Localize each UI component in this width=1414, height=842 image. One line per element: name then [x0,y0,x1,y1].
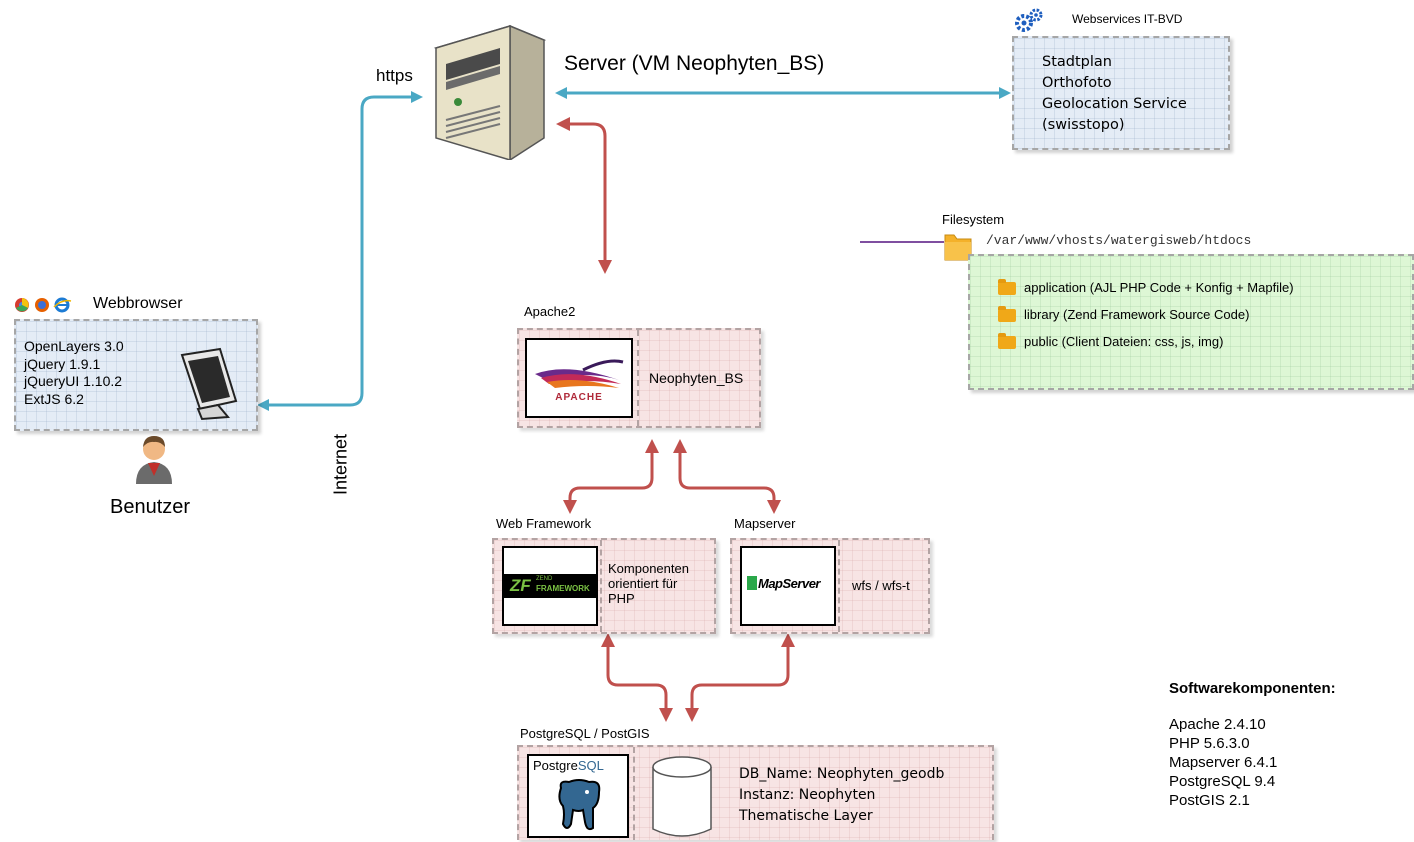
postgres-details: DB_Name: Neophyten_geodb Instanz: Neophy… [739,764,944,827]
software-list: Apache 2.4.10 PHP 5.6.3.0 Mapserver 6.4.… [1169,715,1277,810]
browser-libs: OpenLayers 3.0 jQuery 1.9.1 jQueryUI 1.1… [24,338,124,408]
postgres-logo-text: PostgreSQL [533,758,604,773]
user-icon [134,432,174,484]
filesystem-path: /var/www/vhosts/watergisweb/htdocs [986,233,1252,248]
software-item: Mapserver 6.4.1 [1169,754,1278,771]
elephant-icon [553,778,605,839]
postgres-title: PostgreSQL / PostGIS [520,726,650,741]
server-icon [424,20,552,162]
separator [633,747,635,840]
filesystem-title: Filesystem [942,212,1005,227]
firefox-icon [35,298,49,312]
gears-icon [1014,8,1044,32]
filesystem-box: application (AJL PHP Code + Konfig + Map… [968,254,1414,390]
mapserver-box: MapServer wfs / wfs-t [730,538,930,634]
webservices-title: Webservices IT-BVD [1072,12,1183,26]
software-item: PHP 5.6.3.0 [1169,735,1250,752]
apache-mapserver-connector [673,439,781,514]
server-title: Server (VM Neophyten_BS) [564,52,825,75]
mapserver-logo-mark [747,576,757,590]
webservice-item: Stadtplan [1042,54,1112,70]
internet-label-wrap: Internet [330,420,352,508]
apache-logo-text: APACHE [555,392,603,403]
software-title: Softwarekomponenten: [1169,680,1336,697]
folder-icon [998,306,1016,323]
webbrowser-box: OpenLayers 3.0 jQuery 1.9.1 jQueryUI 1.1… [14,319,258,431]
apache-instance-name: Neophyten_BS [649,370,744,386]
webservice-item: (swisstopo) [1042,117,1125,133]
mapserver-desc: wfs / wfs-t [852,578,910,593]
separator [838,540,840,632]
mapserver-title: Mapserver [734,516,796,531]
browser-lib-item: jQueryUI 1.10.2 [24,373,123,389]
separator [637,330,639,426]
user-label: Benutzer [110,496,191,518]
database-icon [649,753,715,842]
apache-box: APACHE Neophyten_BS [517,328,761,428]
server-apache-connector [556,117,612,274]
zend-postgres-connector [601,633,673,722]
fs-item-public: public (Client Dateien: css, js, img) [998,333,1223,350]
mapserver-logo-text: MapServer [758,576,820,591]
webservices-list: Stadtplan Orthofoto Geolocation Service … [1042,52,1187,136]
postgres-logo: PostgreSQL [527,754,629,838]
web-framework-desc: Komponenten orientiert für PHP [608,561,689,606]
separator [600,540,602,632]
webservices-box: Stadtplan Orthofoto Geolocation Service … [1012,36,1230,150]
webbrowser-title: Webbrowser [93,295,183,312]
postgres-detail-item: Thematische Layer [739,808,873,824]
web-framework-box: ZF ZEND FRAMEWORK Komponenten orientiert… [492,538,716,634]
fs-item-application: application (AJL PHP Code + Konfig + Map… [998,279,1294,296]
webservice-item: Orthofoto [1042,75,1112,91]
zend-logo: ZF ZEND FRAMEWORK [502,546,598,626]
postgres-box: PostgreSQL DB_Name: Neophyten_geodb Inst… [517,745,994,840]
browser-lib-item: OpenLayers 3.0 [24,338,124,354]
apache-title: Apache2 [524,304,576,319]
monitor-icon [176,347,242,426]
webservice-item: Geolocation Service [1042,96,1187,112]
folder-icon [944,231,972,261]
internet-label: Internet [330,433,351,496]
apache-logo: APACHE [525,338,633,418]
browser-lib-item: ExtJS 6.2 [24,390,84,407]
web-framework-title: Web Framework [496,516,592,531]
https-label: https [376,66,413,85]
chrome-icon [15,298,29,312]
postgres-detail-item: DB_Name: Neophyten_geodb [739,766,945,782]
apache-zend-connector [563,439,659,514]
browser-lib-item: jQuery 1.9.1 [24,355,101,372]
software-item: PostgreSQL 9.4 [1169,773,1276,790]
fs-item-library: library (Zend Framework Source Code) [998,306,1249,323]
ie-icon [53,297,72,313]
software-item: PostGIS 2.1 [1169,792,1250,809]
zend-logo-band: ZF ZEND FRAMEWORK [504,574,596,598]
software-item: Apache 2.4.10 [1169,716,1266,733]
internet-connector [257,91,423,411]
mapserver-logo: MapServer [740,546,836,626]
mapserver-postgres-connector [685,633,795,722]
browser-icons [14,297,72,313]
postgres-detail-item: Instanz: Neophyten [739,787,876,803]
folder-icon [998,333,1016,350]
folder-icon [998,279,1016,296]
